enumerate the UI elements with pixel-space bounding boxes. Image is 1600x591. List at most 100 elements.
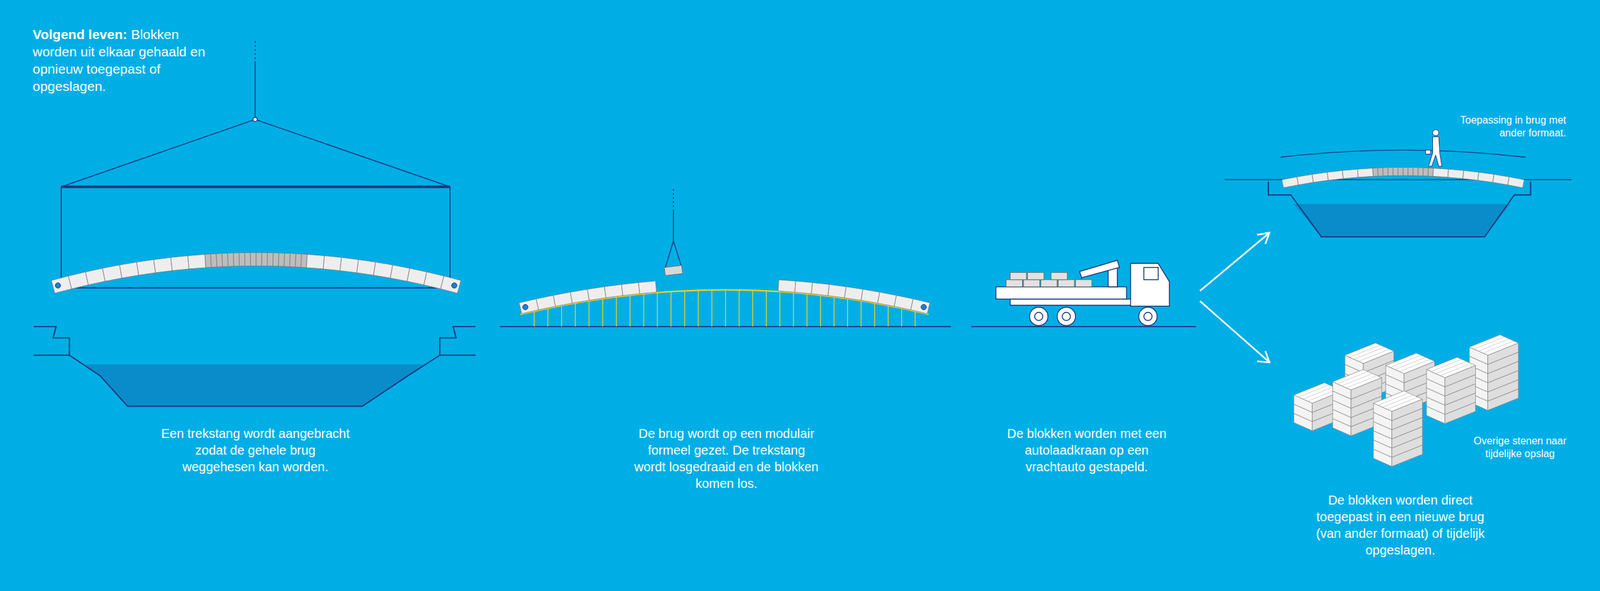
canal-1 bbox=[33, 326, 476, 406]
formwork-post bbox=[643, 293, 644, 327]
arch-block bbox=[68, 272, 89, 289]
canal-bed bbox=[1268, 181, 1531, 237]
title: Volgend leven: bbox=[32, 26, 128, 42]
step-caption: De brug wordt op een modulair formeel ge… bbox=[630, 424, 823, 492]
arch-block bbox=[604, 284, 623, 298]
arch-block bbox=[1327, 170, 1344, 180]
formwork-post bbox=[657, 292, 658, 327]
block-groove bbox=[1298, 384, 1330, 397]
arch-block bbox=[519, 298, 539, 314]
arch-block bbox=[244, 252, 251, 267]
block-stacks bbox=[1294, 334, 1519, 467]
hanger bbox=[60, 186, 63, 287]
anchor-dot bbox=[522, 304, 528, 310]
water bbox=[1294, 204, 1511, 237]
arch-block bbox=[423, 272, 444, 289]
arch-block bbox=[216, 253, 223, 267]
formwork-post bbox=[779, 291, 781, 327]
anchor-dot bbox=[451, 282, 457, 288]
abutment bbox=[439, 326, 476, 356]
arch-block bbox=[102, 264, 122, 281]
arch-block bbox=[136, 259, 155, 275]
anchor-dot bbox=[920, 304, 927, 310]
bridge-arches bbox=[51, 167, 1524, 314]
cab bbox=[1130, 263, 1170, 306]
flatbed bbox=[995, 286, 1127, 299]
arch-block bbox=[222, 252, 229, 267]
formwork-post bbox=[684, 290, 685, 327]
ground-line bbox=[971, 325, 1197, 328]
arch-block bbox=[794, 280, 813, 294]
hanger bbox=[449, 186, 451, 287]
block-groove bbox=[1431, 359, 1462, 372]
formwork-post bbox=[588, 300, 590, 327]
arch-block bbox=[373, 261, 393, 278]
arch-block bbox=[1377, 167, 1384, 176]
arch-block bbox=[323, 255, 342, 271]
lifted-block bbox=[664, 264, 683, 276]
railing-line bbox=[1280, 149, 1526, 157]
formwork-post bbox=[752, 289, 753, 327]
water bbox=[83, 364, 427, 406]
arch-block bbox=[811, 282, 830, 296]
hook-point bbox=[252, 117, 257, 121]
crane-cable-dotted bbox=[254, 40, 256, 62]
formwork-post bbox=[766, 290, 767, 327]
arch-block bbox=[828, 284, 847, 298]
formwork-post bbox=[860, 300, 862, 327]
block-top bbox=[1469, 334, 1519, 356]
formwork-post bbox=[819, 295, 821, 327]
arch-block bbox=[910, 298, 930, 314]
arch-block bbox=[356, 259, 376, 275]
block-groove bbox=[1399, 359, 1431, 372]
arch-block bbox=[170, 255, 190, 271]
split-arrows bbox=[1200, 232, 1270, 362]
formwork-post bbox=[738, 289, 740, 327]
arch-block bbox=[1383, 167, 1389, 176]
arch-block bbox=[1372, 167, 1378, 176]
block-groove bbox=[1390, 355, 1421, 368]
block-top bbox=[1332, 369, 1382, 390]
arch-block bbox=[339, 257, 359, 273]
spreader-beam bbox=[61, 185, 450, 189]
arch-block bbox=[1297, 174, 1314, 185]
arch-block bbox=[390, 264, 410, 281]
step-caption: De blokken worden met een autolaadkraan … bbox=[993, 424, 1180, 475]
arch-block bbox=[1477, 172, 1494, 183]
arch-block bbox=[1281, 176, 1299, 188]
arch-block bbox=[119, 261, 139, 278]
arch-block bbox=[1397, 167, 1403, 176]
arch-block bbox=[250, 252, 256, 267]
arch-block bbox=[1418, 167, 1424, 176]
arch-block bbox=[1422, 167, 1428, 176]
formwork-post bbox=[547, 307, 548, 327]
formwork-post bbox=[561, 305, 562, 327]
arch-block bbox=[844, 286, 864, 301]
block-groove bbox=[1387, 396, 1419, 409]
arch-block bbox=[440, 275, 462, 294]
arch-block bbox=[1388, 167, 1394, 176]
block-groove bbox=[1377, 392, 1409, 406]
block-groove bbox=[1395, 357, 1426, 370]
arch-block bbox=[51, 275, 72, 294]
formwork-post bbox=[725, 289, 726, 327]
arch-block bbox=[1507, 176, 1525, 188]
arch-block bbox=[553, 291, 573, 306]
formwork-post bbox=[602, 298, 603, 328]
note-label: Overige stenen naar tijdelijke opslag bbox=[1468, 434, 1572, 461]
arch-block bbox=[1432, 168, 1449, 178]
block-groove bbox=[1482, 340, 1514, 353]
arch-block bbox=[638, 280, 657, 294]
block-top bbox=[1426, 357, 1476, 378]
block-groove bbox=[1354, 346, 1385, 360]
formwork-post bbox=[629, 295, 631, 327]
arch-block bbox=[187, 254, 206, 269]
chassis bbox=[1009, 298, 1143, 306]
arch-block bbox=[587, 286, 607, 301]
formwork-post bbox=[806, 293, 808, 327]
arch-block bbox=[272, 252, 279, 267]
arch-block bbox=[295, 253, 302, 267]
arch-block bbox=[1402, 167, 1408, 176]
arch-block bbox=[306, 254, 325, 269]
arch-block bbox=[261, 252, 268, 267]
